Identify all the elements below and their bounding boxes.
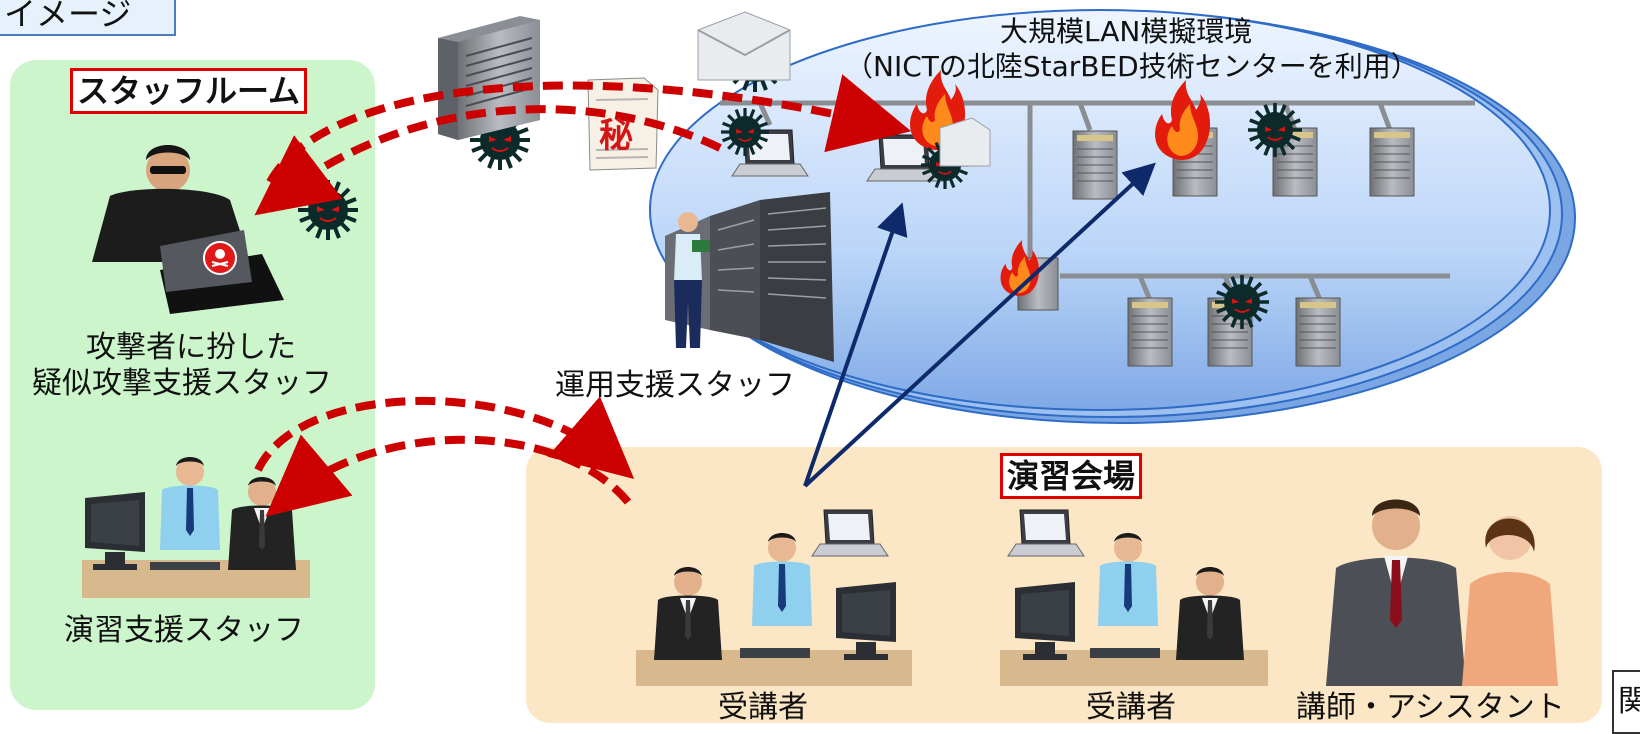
attacker-caption-line2: 疑似攻撃支援スタッフ xyxy=(32,366,332,401)
trainee-left-caption: 受講者 xyxy=(718,690,808,725)
trainees-right-figures xyxy=(1000,509,1268,686)
attack-paths xyxy=(254,74,912,517)
staff-room-heading: スタッフルーム xyxy=(70,68,308,114)
operations-staff-caption: 運用支援スタッフ xyxy=(555,368,795,403)
trainees-left-figures xyxy=(636,509,912,686)
support-staff-figures xyxy=(82,457,310,598)
envelope-icon-infected xyxy=(939,117,991,167)
attacker-figure xyxy=(92,145,284,314)
training-venue-heading: 演習会場 xyxy=(1000,453,1143,499)
trainee-right-caption: 受講者 xyxy=(1086,690,1176,725)
instructor-figures xyxy=(1326,499,1558,686)
support-staff-caption: 演習支援スタッフ xyxy=(64,613,304,648)
attacker-caption-line1: 攻撃者に扮した xyxy=(86,330,296,365)
network-subtitle: （NICTの北陸StarBED技術センターを利用） xyxy=(845,50,1419,83)
secret-document xyxy=(587,77,659,171)
operations-staff-figure xyxy=(674,212,710,348)
network-title: 大規模LAN模擬環境 xyxy=(1000,15,1253,48)
corner-label-text: 関 xyxy=(1618,684,1640,719)
trainee-access-paths xyxy=(803,162,1156,488)
email-envelope-icon xyxy=(697,11,791,81)
secret-mark: 秘 xyxy=(599,116,633,156)
corner-label-box: 関 xyxy=(1612,670,1640,734)
instructors-caption: 講師・アシスタント xyxy=(1296,690,1565,725)
section-title-text: イメージ xyxy=(4,0,132,33)
section-title-tag: イメージ xyxy=(0,0,176,36)
